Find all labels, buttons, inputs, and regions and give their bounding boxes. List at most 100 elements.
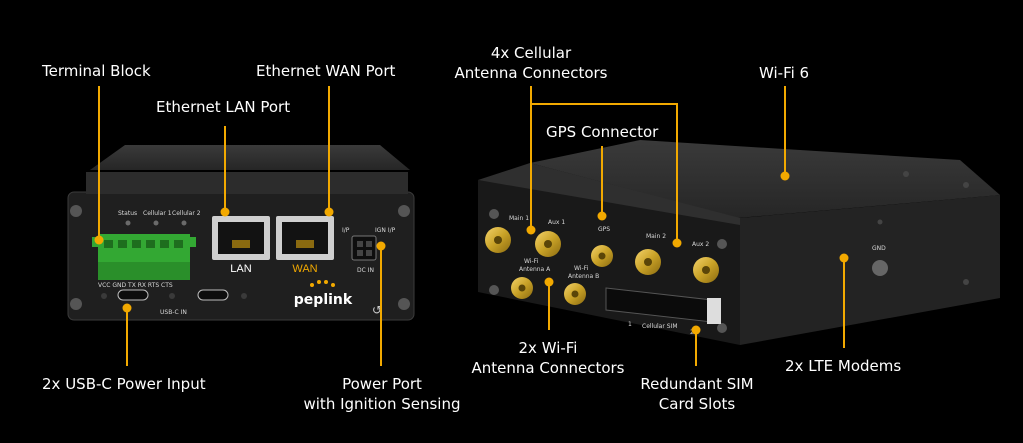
leader-line: [126, 308, 128, 366]
callout-dot: [526, 225, 536, 235]
label-power-port-line1: Power Port: [342, 375, 422, 393]
leader-line: [676, 103, 678, 243]
label-gps-connector: GPS Connector: [546, 123, 659, 141]
label-wifi-antenna-line1: 2x Wi-Fi: [518, 339, 578, 357]
wifi-antenna-a: [511, 277, 533, 299]
status-led: [125, 220, 131, 226]
ground-screw-icon: [872, 260, 888, 276]
leader-line: [695, 330, 697, 366]
antenna-connector-main1: [485, 227, 511, 253]
screw-icon: [717, 239, 727, 249]
back-device: Main 1 Aux 1 GPS Main 2 Aux 2 Wi-Fi Ante…: [478, 140, 1000, 345]
cellular1-text: Cellular 1: [143, 210, 172, 217]
wifi-a-text-2: Antenna A: [519, 266, 551, 273]
screw-icon: [398, 298, 410, 310]
leader-line: [380, 246, 382, 366]
wifi-b-text-2: Antenna B: [568, 273, 599, 280]
ign-ip-text: IGN I/P: [375, 227, 396, 234]
wifi-a-text-1: Wi-Fi: [524, 258, 539, 265]
callout-dot: [597, 211, 607, 221]
callout-dot: [691, 325, 701, 335]
leader-line: [530, 86, 532, 230]
antenna-connector-main2: [635, 249, 661, 275]
gps-connector: [591, 245, 613, 267]
screw-icon: [70, 205, 82, 217]
status-text: Status: [118, 210, 137, 217]
cellular-sim-text: Cellular SIM: [642, 323, 678, 330]
power-connector: [351, 235, 377, 261]
label-ethernet-lan-port: Ethernet LAN Port: [156, 98, 291, 116]
logo-dot: [331, 283, 335, 287]
gps-text: GPS: [598, 226, 610, 233]
wifi-antenna-b: [564, 283, 586, 305]
aux1-text: Aux 1: [548, 219, 565, 226]
reset-icon: ↺: [372, 303, 382, 317]
cellular2-led: [181, 220, 187, 226]
label-wifi-antenna: 2x Wi-Fi Antenna Connectors: [470, 338, 626, 378]
leader-line: [548, 282, 550, 330]
aux2-text: Aux 2: [692, 241, 709, 248]
usbc-in-text: USB-C IN: [160, 309, 187, 316]
main1-text: Main 1: [509, 215, 529, 222]
logo-dot: [324, 280, 328, 284]
ip-text: I/P: [342, 227, 350, 234]
screw-icon: [70, 298, 82, 310]
callout-dot: [839, 253, 849, 263]
screw-icon: [489, 209, 499, 219]
leader-line: [224, 126, 226, 212]
label-sim-slots: Redundant SIM Card Slots: [637, 374, 757, 414]
main2-text: Main 2: [646, 233, 666, 240]
screw-icon: [717, 323, 727, 333]
callout-dot: [544, 277, 554, 287]
label-power-port: Power Port with Ignition Sensing: [302, 374, 462, 414]
wifi-b-text-1: Wi-Fi: [574, 265, 589, 272]
callout-dot: [220, 207, 230, 217]
terminal-block: [92, 234, 196, 280]
lan-text: LAN: [230, 263, 251, 275]
leader-line: [328, 86, 330, 212]
label-ethernet-wan-port: Ethernet WAN Port: [256, 62, 396, 80]
label-terminal-block: Terminal Block: [42, 62, 151, 80]
leader-line: [784, 86, 786, 176]
usbc-port-1: [117, 289, 149, 301]
screw-icon: [489, 285, 499, 295]
front-device: ↺ Status Cellular 1 Cellular 2 LAN WAN I…: [67, 145, 415, 321]
label-cellular-antenna: 4x Cellular Antenna Connectors: [453, 43, 609, 83]
callout-dot: [780, 171, 790, 181]
wan-port: [276, 216, 334, 260]
antenna-connector-aux1: [535, 231, 561, 257]
brand-logo: peplink: [294, 292, 353, 308]
logo-dot: [310, 283, 314, 287]
label-cellular-antenna-line1: 4x Cellular: [490, 44, 572, 62]
screw-icon: [398, 205, 410, 217]
leader-line: [98, 86, 100, 240]
label-wifi6: Wi-Fi 6: [759, 64, 810, 82]
cellular1-led: [153, 220, 159, 226]
label-cellular-antenna-line2: Antenna Connectors: [454, 64, 608, 82]
gnd-text: GND: [872, 245, 886, 252]
callout-dot: [672, 238, 682, 248]
label-power-port-line2: with Ignition Sensing: [303, 395, 461, 413]
usbc-port-2: [197, 289, 229, 301]
label-sim-slots-line2: Card Slots: [658, 395, 736, 413]
callout-dot: [122, 303, 132, 313]
antenna-connector-aux2: [693, 257, 719, 283]
callout-dot: [376, 241, 386, 251]
label-usbc-power: 2x USB-C Power Input: [42, 375, 206, 393]
leader-line: [601, 146, 603, 216]
logo-dot: [317, 280, 321, 284]
leader-line: [843, 258, 845, 348]
sim-slots: [605, 287, 721, 324]
callout-dot: [324, 207, 334, 217]
label-sim-slots-line1: Redundant SIM: [640, 375, 754, 393]
leader-line: [530, 103, 678, 105]
wan-text: WAN: [292, 263, 317, 275]
label-wifi-antenna-line2: Antenna Connectors: [471, 359, 625, 377]
cellular2-text: Cellular 2: [172, 210, 201, 217]
pin-labels-text: VCC GND TX RX RTS CTS: [98, 282, 173, 289]
dc-in-text: DC IN: [357, 267, 374, 274]
callout-dot: [94, 235, 104, 245]
label-lte-modems: 2x LTE Modems: [785, 357, 902, 375]
